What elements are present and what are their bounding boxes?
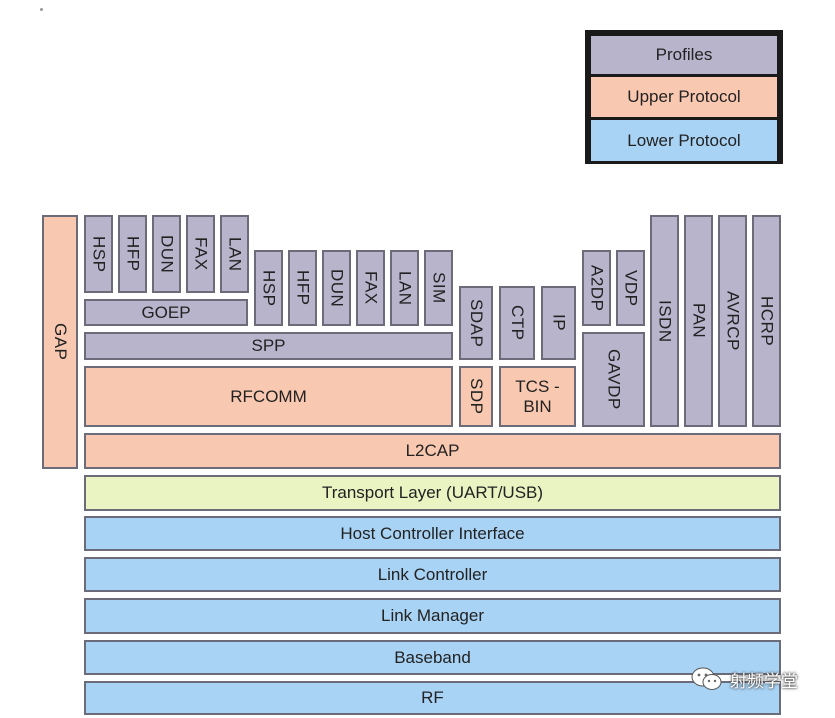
spp-profile-hsp: HSP	[254, 250, 283, 326]
ip-block: IP	[541, 286, 576, 360]
goep-block: GOEP	[84, 299, 248, 326]
speck	[40, 8, 43, 11]
sdp-block: SDP	[459, 366, 493, 427]
link-controller-block: Link Controller	[84, 557, 781, 592]
hci-block: Host Controller Interface	[84, 516, 781, 551]
legend-lower-protocol: Lower Protocol	[591, 120, 777, 161]
link-manager-block: Link Manager	[84, 598, 781, 634]
sdap-block: SDAP	[459, 286, 493, 360]
a2dp-block: A2DP	[582, 250, 611, 326]
tcs-bin-block: TCS - BIN	[499, 366, 576, 427]
baseband-block: Baseband	[84, 640, 781, 675]
vdp-block: VDP	[616, 250, 645, 326]
goep-profile-dun: DUN	[152, 215, 181, 293]
spp-profile-lan: LAN	[390, 250, 419, 326]
gavdp-block: GAVDP	[582, 332, 645, 427]
legend-upper-protocol: Upper Protocol	[591, 77, 777, 117]
gap-label: GAP	[50, 323, 70, 361]
spp-profile-sim: SIM	[424, 250, 453, 326]
rf-block: RF	[84, 681, 781, 715]
transport-layer-block: Transport Layer (UART/USB)	[84, 475, 781, 511]
isdn-block: ISDN	[650, 215, 679, 427]
spp-profile-fax: FAX	[356, 250, 385, 326]
goep-profile-lan: LAN	[220, 215, 249, 293]
spp-profile-hfp: HFP	[288, 250, 317, 326]
rfcomm-block: RFCOMM	[84, 366, 453, 427]
goep-profile-hsp: HSP	[84, 215, 113, 293]
legend-profiles: Profiles	[591, 36, 777, 74]
goep-profile-hfp: HFP	[118, 215, 147, 293]
spp-block: SPP	[84, 332, 453, 360]
gap-block: GAP	[42, 215, 78, 469]
l2cap-block: L2CAP	[84, 433, 781, 469]
legend: Profiles Upper Protocol Lower Protocol	[585, 30, 783, 164]
watermark-text: 射频学堂	[730, 671, 798, 691]
pan-block: PAN	[684, 215, 713, 427]
avrcp-block: AVRCP	[718, 215, 747, 427]
hcrp-block: HCRP	[752, 215, 781, 427]
goep-profile-fax: FAX	[186, 215, 215, 293]
spp-profile-dun: DUN	[322, 250, 351, 326]
watermark: 射频学堂	[690, 666, 798, 692]
ctp-block: CTP	[499, 286, 535, 360]
wechat-icon	[691, 667, 722, 690]
